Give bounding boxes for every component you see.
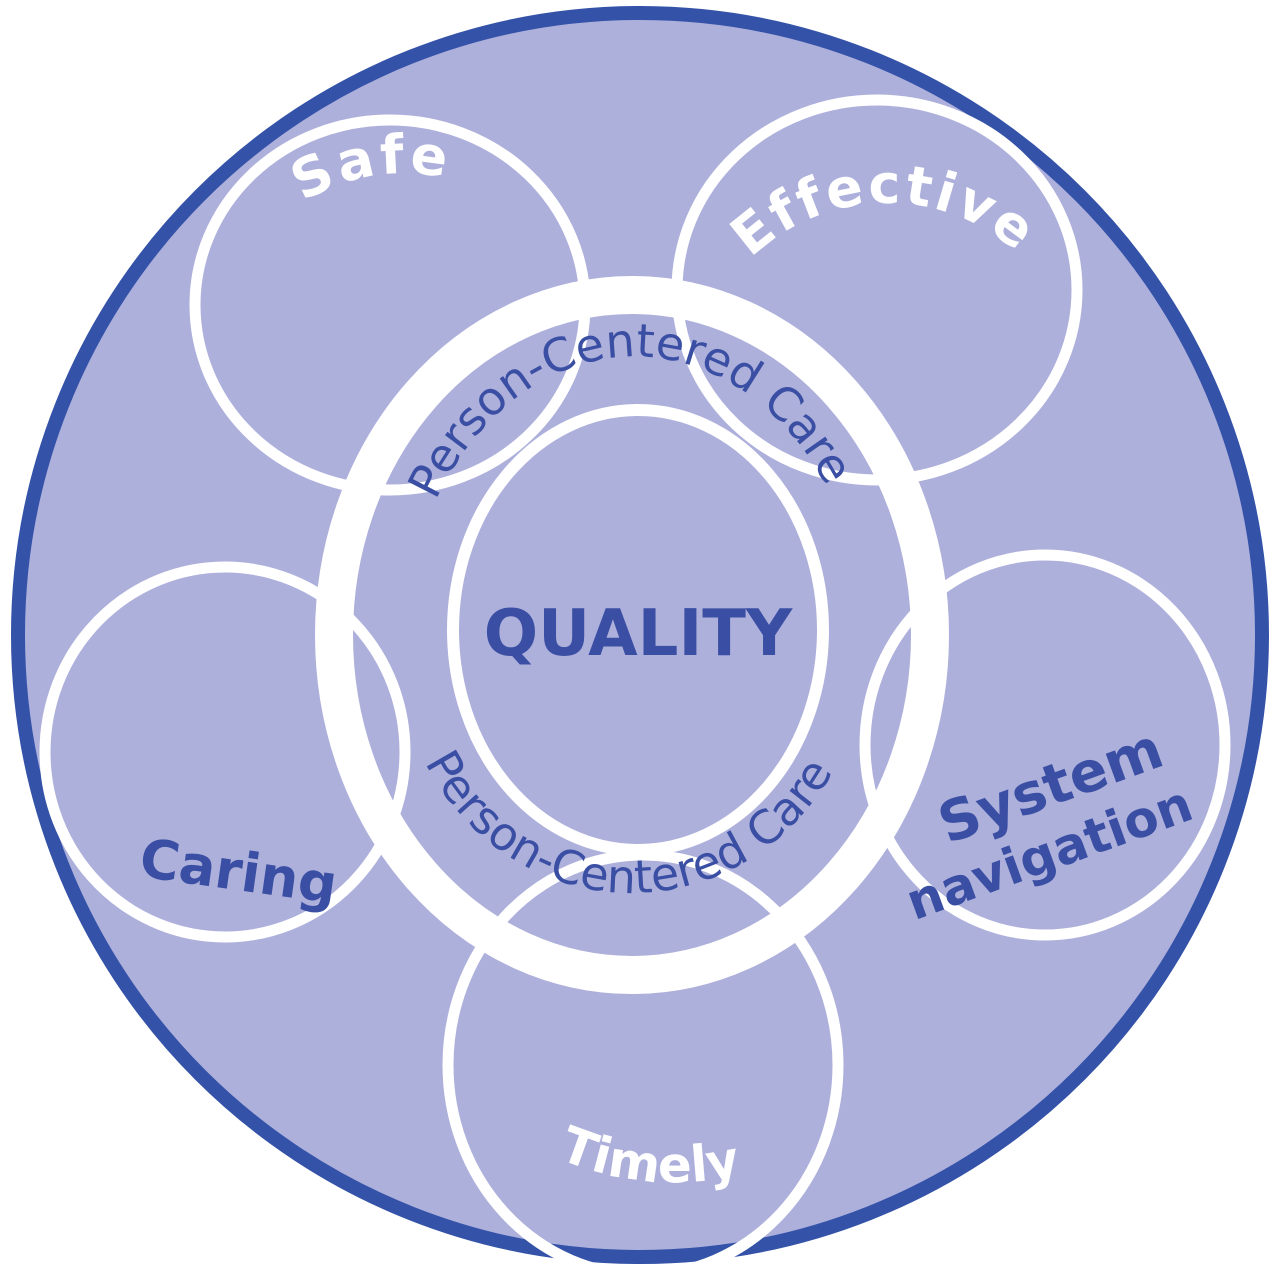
quality-circle [447, 404, 829, 856]
person-centered-ring [315, 276, 949, 994]
petal-system-navigation-circle [859, 549, 1231, 941]
quality-label: QUALITY [484, 597, 793, 671]
petal-caring-circle [39, 561, 411, 943]
